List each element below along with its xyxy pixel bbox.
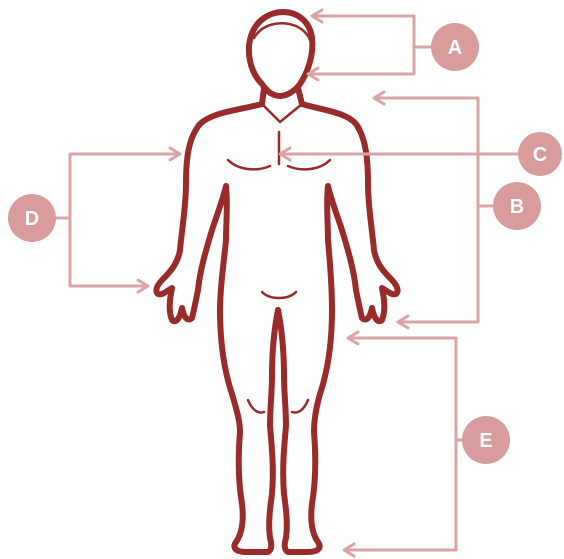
figure-hair: [254, 23, 311, 44]
label-d-text: D: [25, 208, 39, 230]
label-c-text: C: [533, 144, 547, 166]
leader-d: [70, 154, 178, 286]
leader-a: [310, 16, 414, 74]
label-c: C: [518, 132, 562, 176]
figure-pelvis: [262, 292, 296, 298]
figure-head: [249, 12, 312, 96]
label-e: E: [462, 416, 510, 464]
figure-collar: [262, 104, 302, 122]
figure-chest-left: [228, 160, 270, 169]
label-b-text: B: [510, 196, 524, 218]
figure-chest-right: [288, 160, 330, 169]
figure-left-side: [156, 104, 278, 552]
figure-right-side: [278, 104, 398, 552]
label-a-text: A: [448, 37, 462, 59]
leader-b: [376, 98, 478, 322]
label-a: A: [431, 23, 479, 71]
label-e-text: E: [479, 430, 492, 452]
human-figure: [156, 12, 397, 552]
label-b: B: [493, 182, 541, 230]
figure-right-knee: [292, 400, 308, 413]
label-d: D: [8, 194, 56, 242]
leader-e: [346, 338, 456, 550]
figure-left-knee: [248, 400, 264, 413]
